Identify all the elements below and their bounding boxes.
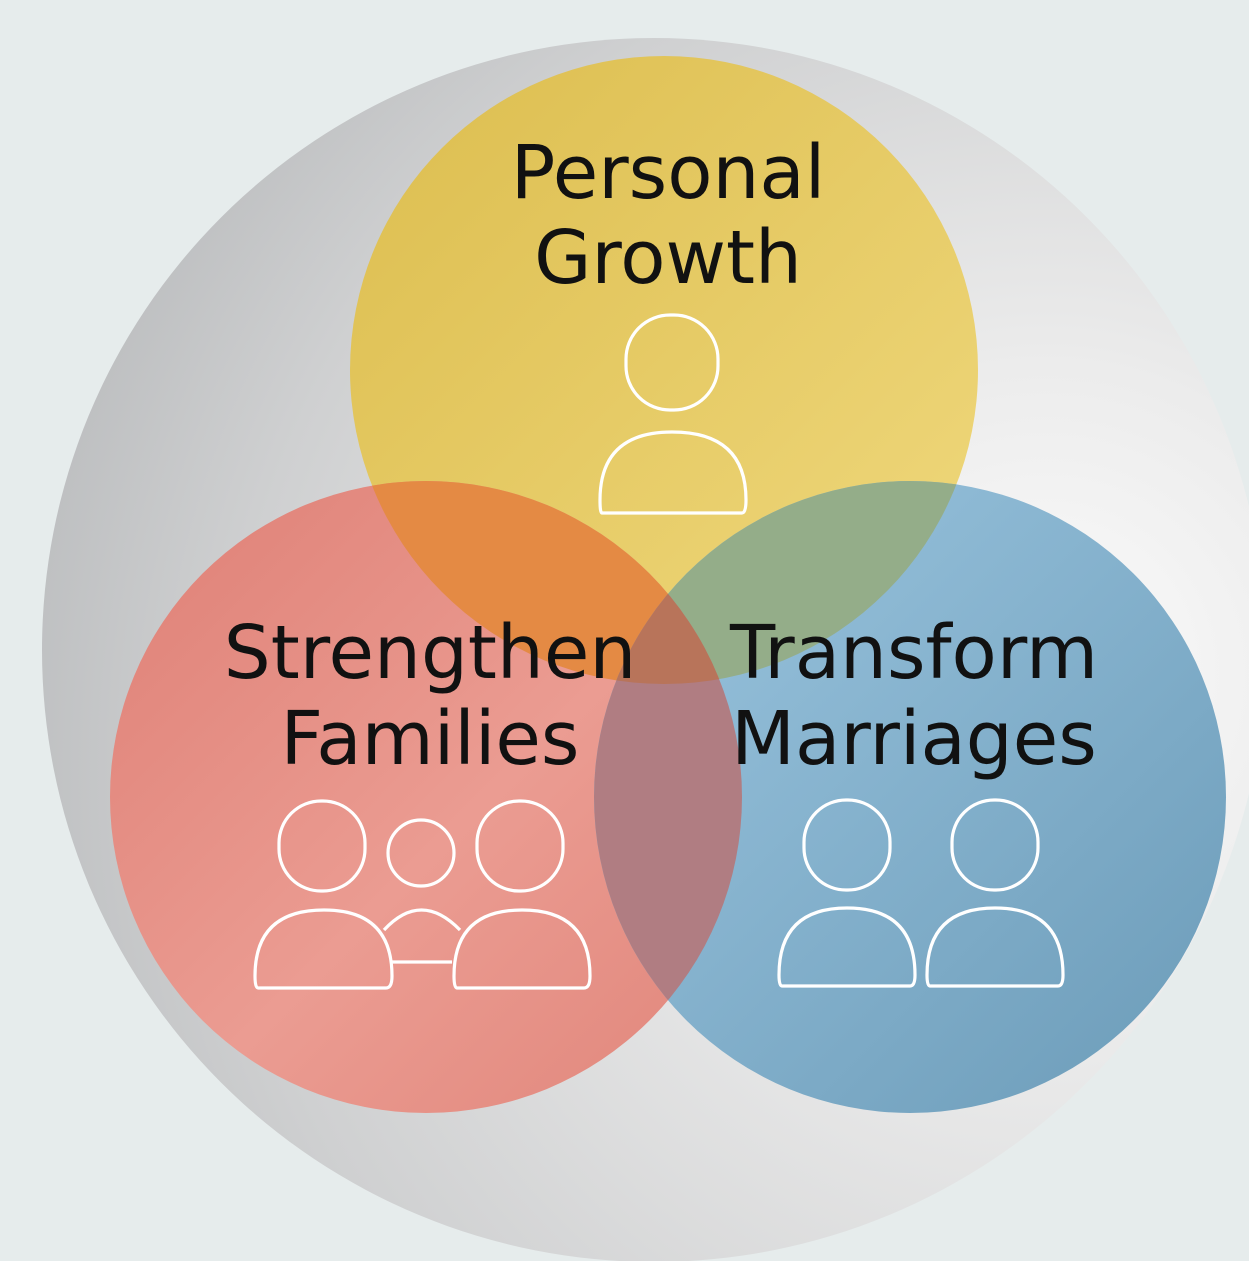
family-icon [253, 799, 592, 990]
label-marriages: Marriages [731, 696, 1097, 782]
label-strengthen: Strengthen [224, 610, 637, 696]
label-families: Families [281, 696, 580, 782]
overlap-personal-marriages [594, 481, 978, 684]
overlap-personal-families [350, 481, 742, 684]
label-growth: Growth [534, 215, 802, 301]
label-transform: Transform [729, 610, 1098, 696]
couple-icon [777, 798, 1065, 988]
label-personal: Personal [511, 130, 826, 216]
single-person-icon [598, 313, 748, 515]
